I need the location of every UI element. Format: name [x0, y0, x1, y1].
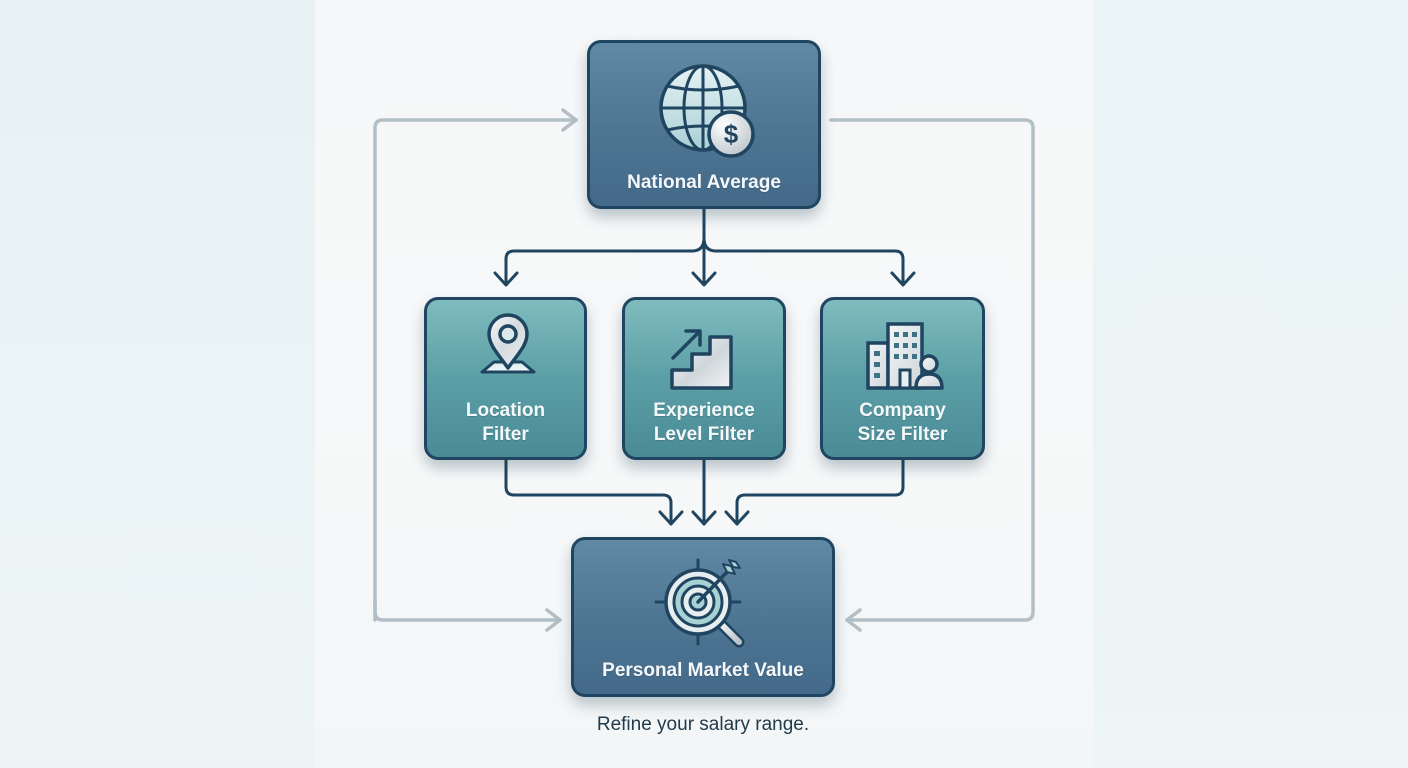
- connector-national-to-company: [702, 236, 905, 286]
- arrowhead-left-top: [561, 108, 578, 132]
- arrowhead-right-bottom: [845, 608, 862, 632]
- node-national-average: $ National Average: [587, 40, 821, 209]
- background-right-panel: [1093, 0, 1408, 768]
- arrowhead-company: [890, 271, 916, 287]
- node-label-line: Location: [465, 400, 546, 421]
- arrowhead-personal-left: [658, 510, 684, 526]
- building-person-icon: [866, 322, 944, 390]
- feedback-connector-right: [829, 118, 1035, 622]
- connector-location-to-personal: [504, 458, 673, 526]
- node-label: Location Filter: [427, 399, 584, 447]
- node-label: Experience Level Filter: [625, 399, 783, 447]
- node-experience-level-filter: Experience Level Filter: [622, 297, 786, 460]
- node-location-filter: Location Filter: [424, 297, 587, 460]
- node-personal-market-value: Personal Market Value: [571, 537, 835, 697]
- node-label-line: Experience: [653, 400, 755, 421]
- globe-dollar-icon: $: [659, 64, 755, 158]
- node-label-line: Filter: [482, 424, 529, 445]
- arrowhead-location: [493, 271, 519, 287]
- arrowhead-personal-right: [724, 510, 750, 526]
- node-company-size-filter: Company Size Filter: [820, 297, 985, 460]
- arrowhead-experience: [691, 271, 717, 287]
- stairs-arrow-icon: [670, 329, 733, 390]
- connector-company-to-personal: [735, 458, 905, 526]
- arrowhead-personal-center: [691, 510, 717, 526]
- node-label: National Average: [627, 172, 781, 193]
- feedback-connector-left-bottom: [373, 598, 562, 622]
- feedback-connector-left-top: [373, 118, 578, 622]
- caption: Refine your salary range.: [596, 714, 810, 735]
- connector-national-to-location: [504, 236, 706, 286]
- node-label-line: Company: [859, 400, 946, 421]
- arrowhead-left-bottom: [545, 608, 562, 632]
- node-label: Company Size Filter: [823, 399, 982, 447]
- background-left-panel: [0, 0, 315, 768]
- target-magnifier-icon: [654, 558, 745, 648]
- node-label: Personal Market Value: [602, 660, 804, 681]
- node-label-line: Level Filter: [653, 424, 755, 445]
- svg-text:$: $: [724, 119, 739, 149]
- map-pin-icon: [480, 313, 536, 374]
- node-label-line: Size Filter: [857, 424, 948, 445]
